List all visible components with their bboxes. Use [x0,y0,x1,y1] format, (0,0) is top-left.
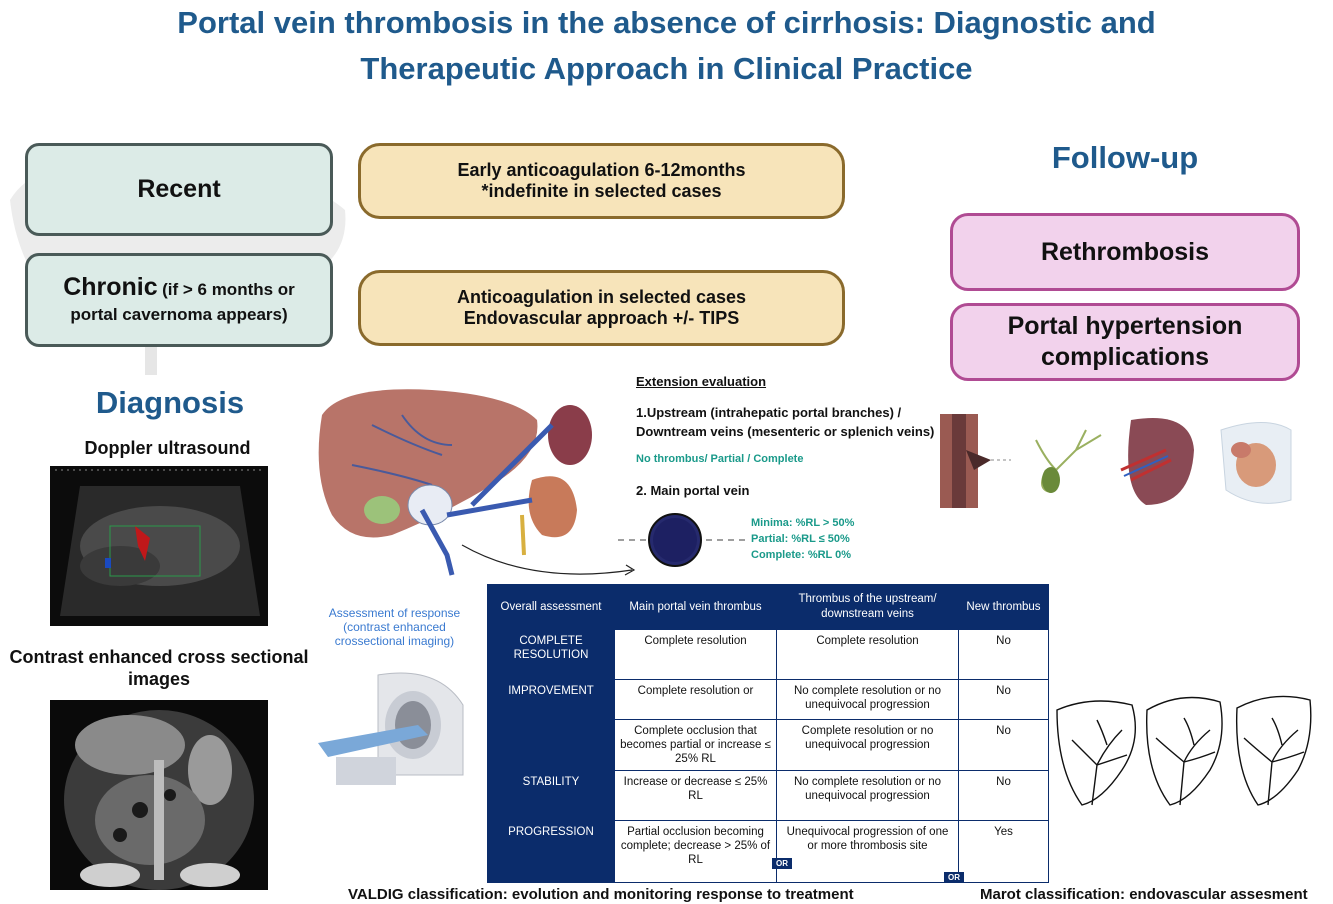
assessment-3: crossectional imaging) [334,634,455,648]
extension-heading: Extension evaluation [636,374,767,389]
followup-1: Rethrombosis [1040,237,1210,266]
doppler-ultrasound-image-icon [50,466,268,626]
occlusion-minima: Minima: %RL > 50% [751,517,855,529]
followup-hypertension-box: Portal hypertension complications [950,303,1300,381]
assessment-2: (contrast enhanced [343,620,446,634]
followup-heading: Follow-up [1051,140,1199,175]
valdig-table: Overall assessment Main portal vein thro… [487,584,1049,883]
marot-caption: Marot classification: endovascular asses… [980,886,1308,903]
table-cell: Complete resolution [614,629,777,680]
table-cell: Increase or decrease ≤ 25% RL [614,770,777,821]
table-row: STABILITY Increase or decrease ≤ 25% RL … [487,770,1049,821]
table-cell: Complete resolution or no unequivocal pr… [776,719,959,771]
or-badge: OR [772,858,792,869]
table-cell: No [958,719,1049,771]
table-cell: Partial occlusion becoming complete; dec… [614,820,777,883]
extension-2: 2. Main portal vein [636,483,750,498]
row-label-stability: STABILITY [487,770,615,821]
contrast-label-2: images [127,669,191,689]
treatment-chronic-2: Endovascular approach +/- TIPS [463,308,740,328]
scanner-illustration-icon [318,672,464,785]
chronic-label: Chronic [63,273,158,301]
table-cell: No complete resolution or no unequivocal… [776,679,959,720]
chronic-note-1: (if > 6 months or [162,280,295,299]
treatment-recent-2: *indefinite in selected cases [481,181,722,201]
extension-1-line-2: Downtream veins (mesenteric or splenich … [636,424,935,439]
treatment-chronic-1: Anticoagulation in selected cases [456,287,747,307]
header-overall-assessment: Overall assessment [487,584,615,630]
table-cell: No [958,629,1049,680]
header-new-thrombus: New thrombus [958,584,1049,630]
treatment-recent-box: Early anticoagulation 6-12months *indefi… [358,143,845,219]
extension-1-options: No thrombus/ Partial / Complete [636,453,804,465]
assessment-label: Assessment of response (contrast enhance… [322,606,467,648]
contrast-label: Contrast enhanced cross sectional images [0,646,318,690]
recent-label: Recent [137,175,221,203]
assessment-1: Assessment of response [328,606,461,620]
table-row: COMPLETE RESOLUTION Complete resolution … [487,629,1049,680]
followup-2-line-1: Portal hypertension [1007,312,1243,340]
table-cell: No complete resolution or no unequivocal… [776,770,959,821]
row-label-improvement: IMPROVEMENT [487,679,615,771]
vessel-cross-section-icon [618,513,748,567]
treatment-chronic-box: Anticoagulation in selected cases Endova… [358,270,845,346]
treatment-recent-1: Early anticoagulation 6-12months [457,160,746,180]
occlusion-complete: Complete: %RL 0% [751,549,852,561]
table-cell: Complete occlusion that becomes partial … [614,719,777,771]
portal-anatomy-illustration-icon [318,389,636,576]
table-cell: Complete resolution [776,629,959,680]
title-line-2: Therapeutic Approach in Clinical Practic… [360,51,973,86]
contrast-label-1: Contrast enhanced cross sectional [9,647,309,667]
doppler-label: Doppler ultrasound [84,438,251,458]
occlusion-partial: Partial: %RL ≤ 50% [751,533,850,545]
extension-item-1: 1.Upstream (intrahepatic portal branches… [636,403,934,441]
table-row: PROGRESSION Partial occlusion becoming c… [487,820,1049,883]
ct-scan-image-icon [50,700,268,890]
chronic-box: Chronic (if > 6 months or portal caverno… [25,253,333,347]
occlusion-grades: Minima: %RL > 50% Partial: %RL ≤ 50% Com… [751,515,854,563]
page-title: Portal vein thrombosis in the absence of… [0,0,1333,92]
followup-illustrations-icon [940,414,1292,508]
recent-box: Recent [25,143,333,236]
diagnosis-heading: Diagnosis [95,385,245,420]
valdig-caption: VALDIG classification: evolution and mon… [348,886,854,903]
header-upstream-downstream: Thrombus of the upstream/ downstream vei… [776,584,959,630]
row-label-progression: PROGRESSION [487,820,615,883]
chronic-note-2: portal cavernoma appears) [70,305,288,324]
table-cell: Yes [958,820,1049,883]
marot-classification-sketch-icon [1056,695,1312,806]
table-row: IMPROVEMENT Complete resolution or No co… [487,679,1049,771]
followup-2-line-2: complications [1040,343,1210,371]
table-cell: Complete resolution or [614,679,777,720]
extension-1-line-1: 1.Upstream (intrahepatic portal branches… [636,405,902,420]
header-main-portal-vein: Main portal vein thrombus [614,584,777,630]
title-line-1: Portal vein thrombosis in the absence of… [177,5,1156,40]
table-row: Complete occlusion that becomes partial … [488,719,1049,771]
followup-rethrombosis-box: Rethrombosis [950,213,1300,291]
row-label-complete-resolution: COMPLETE RESOLUTION [487,629,615,680]
or-badge: OR [944,872,964,883]
table-cell: Unequivocal progression of one or more t… [776,820,959,883]
table-cell: No [958,770,1049,821]
table-cell: No [958,679,1049,720]
